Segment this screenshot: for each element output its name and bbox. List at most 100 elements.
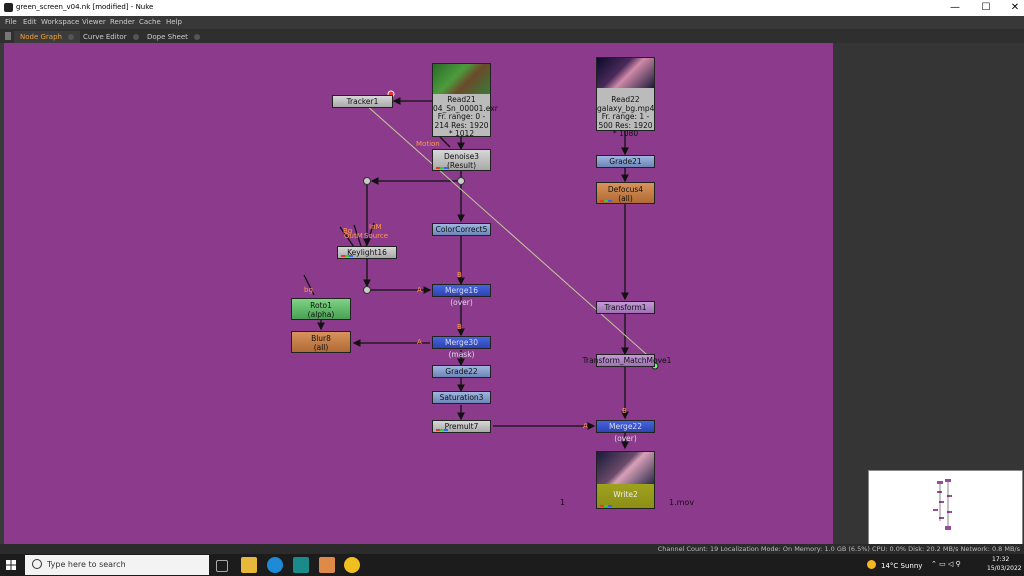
edge-browser-icon[interactable] [267, 557, 283, 573]
tab-dope-sheet-label: Dope Sheet [147, 33, 188, 41]
clock-date[interactable]: 15/03/2022 [987, 565, 1022, 572]
app-window-icon[interactable] [319, 557, 335, 573]
read22-node[interactable]: Read22 galaxy_bg.mp4 Fr. range: 1 - 500 … [596, 57, 655, 138]
window-title: green_screen_v04.nk [modified] - Nuke [16, 3, 154, 11]
menu-cache[interactable]: Cache [139, 18, 161, 26]
merge16-node[interactable]: Merge16 (over) [432, 284, 491, 307]
close-button[interactable]: ✕ [1010, 2, 1020, 13]
node-connections [303, 90, 659, 450]
taskbar-search-box[interactable]: Type here to search [25, 555, 209, 575]
node-graph-minimap[interactable] [868, 470, 1023, 547]
source-input-label: Source [364, 232, 389, 240]
channel-indicator [600, 200, 612, 202]
file-explorer-icon[interactable] [241, 557, 257, 573]
tab-node-graph-label: Node Graph [20, 33, 62, 41]
read22-thumbnail [597, 58, 654, 88]
transform1-node[interactable]: Transform1 [596, 301, 655, 314]
task-view-icon[interactable] [216, 560, 228, 572]
nuke-app-icon [4, 3, 13, 12]
minimize-button[interactable]: — [950, 2, 960, 13]
keylight16-node[interactable]: Keylight16 [337, 246, 397, 259]
inm-input-label: InM [369, 223, 382, 231]
read22-file: galaxy_bg.mp4 [597, 103, 655, 113]
motion-input-label: Motion [416, 140, 440, 148]
bg-input-label: bg [304, 286, 313, 294]
weather-text[interactable]: 14°C Sunny [881, 562, 923, 570]
transform1-label: Transform1 [604, 303, 647, 312]
saturation3-label: Saturation3 [439, 393, 484, 402]
read21-file: 04_Sn_00001.exr [433, 103, 498, 113]
weather-sun-icon [867, 560, 876, 569]
grade22-label: Grade22 [445, 367, 478, 376]
menu-bar: File Edit Workspace Viewer Render Cache … [0, 16, 1024, 29]
maximize-button[interactable]: ☐ [981, 2, 991, 13]
menu-workspace[interactable]: Workspace [41, 18, 80, 26]
defocus4-label: Defocus4 [607, 185, 644, 194]
read22-name: Read22 [611, 95, 640, 104]
write2-thumbnail [597, 452, 654, 484]
merge22-node[interactable]: Merge22 (over) [596, 420, 655, 443]
tab-node-graph[interactable]: Node Graph [14, 31, 80, 43]
colorcorrect5-node[interactable]: ColorCorrect5 [432, 223, 491, 236]
denoise3-label: Denoise3 [443, 152, 480, 161]
grade21-label: Grade21 [609, 157, 642, 166]
search-icon [32, 559, 42, 569]
write2-node[interactable]: Write2 [596, 451, 655, 509]
read21-name: Read21 [447, 95, 476, 104]
a-input-label: A [583, 422, 588, 430]
read22-res: Res: 1920 * 1080 [612, 120, 653, 138]
merge30-node[interactable]: Merge30 (mask) [432, 336, 491, 359]
read21-thumbnail [433, 64, 490, 94]
nuke-taskbar-icon[interactable] [344, 557, 360, 573]
blur8-node[interactable]: Blur8 (all) [291, 331, 351, 353]
app-m-icon[interactable] [293, 557, 309, 573]
close-tab-icon[interactable] [67, 34, 74, 40]
panel-menu-icon[interactable] [5, 32, 11, 40]
windows-start-icon[interactable] [6, 560, 16, 570]
grade21-node[interactable]: Grade21 [596, 155, 655, 168]
close-tab-icon[interactable] [193, 34, 200, 40]
bg-input-label: Bg [343, 227, 353, 235]
saturation3-node[interactable]: Saturation3 [432, 391, 491, 404]
roto1-node[interactable]: Roto1 (alpha) [291, 298, 351, 320]
merge30-label: Merge30 (mask) [445, 338, 478, 359]
a-input-label: A [417, 286, 422, 294]
merge16-label: Merge16 (over) [445, 286, 478, 307]
blur8-label: Blur8 [311, 334, 331, 343]
b-input-label: B [622, 407, 627, 415]
roto1-sublabel: (alpha) [307, 310, 335, 319]
dot-node[interactable] [363, 177, 371, 185]
menu-help[interactable]: Help [166, 18, 182, 26]
transform-matchmove1-label: Transform_MatchMove1 [582, 356, 672, 365]
close-tab-icon[interactable] [132, 34, 139, 40]
menu-file[interactable]: File [5, 18, 17, 26]
blur8-sublabel: (all) [313, 343, 329, 352]
node-graph-canvas[interactable]: Read21 04_Sn_00001.exr Fr. range: 0 - 21… [4, 43, 833, 544]
tracker1-label: Tracker1 [346, 97, 379, 106]
minimap-overview [933, 479, 952, 530]
grade22-node[interactable]: Grade22 [432, 365, 491, 378]
read21-range: Fr. range: 0 - 214 [434, 112, 486, 130]
clock-time[interactable]: 17:32 [992, 556, 1010, 563]
read21-res: Res: 1920 * 1012 [448, 120, 489, 138]
menu-edit[interactable]: Edit [23, 18, 37, 26]
transform-matchmove1-node[interactable]: Transform_MatchMove1 [583, 354, 671, 367]
read21-node[interactable]: Read21 04_Sn_00001.exr Fr. range: 0 - 21… [432, 63, 498, 138]
tracker1-node[interactable]: Tracker1 [332, 95, 393, 108]
write2-label: Write2 [613, 490, 638, 499]
tab-curve-editor-label: Curve Editor [83, 33, 127, 41]
menu-viewer[interactable]: Viewer [82, 18, 106, 26]
defocus4-node[interactable]: Defocus4 (all) [596, 182, 655, 204]
outm-input-label: OutM [344, 232, 363, 240]
denoise3-node[interactable]: Denoise3 (Result) [432, 149, 491, 171]
premult7-node[interactable]: Premult7 [432, 420, 491, 433]
colorcorrect5-label: ColorCorrect5 [435, 225, 488, 234]
dot-node[interactable] [363, 286, 371, 294]
menu-render[interactable]: Render [110, 18, 135, 26]
premult7-label: Premult7 [444, 422, 479, 431]
roto1-label: Roto1 [310, 301, 332, 310]
dot-node[interactable] [457, 177, 465, 185]
tab-curve-editor[interactable]: Curve Editor [77, 31, 145, 43]
tab-dope-sheet[interactable]: Dope Sheet [141, 31, 206, 43]
system-tray-icons[interactable]: ⌃ ▭ ◁ ⚲ [931, 560, 961, 568]
